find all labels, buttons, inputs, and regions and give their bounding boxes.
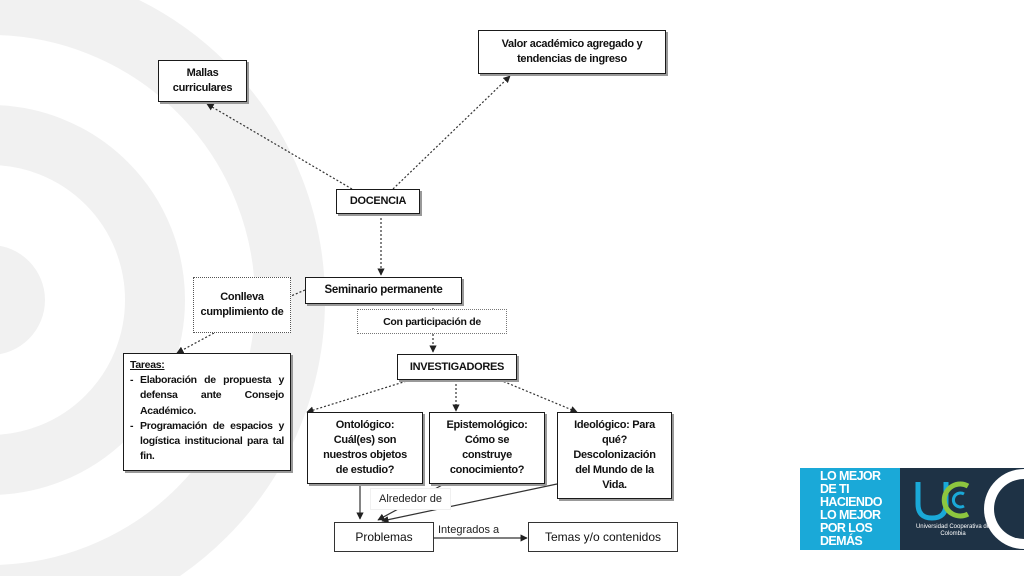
- ideologico-box: Ideológico: Para qué? Descolonización de…: [557, 412, 672, 499]
- epistemologico-text: Epistemológico: Cómo se construye conoci…: [446, 419, 528, 476]
- seminario-text: Seminario permanente: [324, 283, 443, 296]
- ontologico-text: Ontológico: Cuál(es) son nuestros objeto…: [323, 419, 407, 476]
- valor-academico-box: Valor académico agregado y tendencias de…: [478, 30, 666, 74]
- temas-box: Temas y/o contenidos: [528, 522, 678, 552]
- institution-name: Universidad Cooperativa de Colombia: [915, 524, 991, 538]
- mallas-curriculares-box: Mallas curriculares: [158, 60, 247, 102]
- slogan-line: HACIENDO: [820, 494, 882, 509]
- tareas-box: Tareas: -Elaboración de propuesta y defe…: [123, 353, 291, 471]
- participacion-label: Con participación de: [357, 309, 507, 334]
- logo-emblem-panel: Universidad Cooperativa de Colombia: [900, 468, 1024, 550]
- slogan-line: LO MEJOR: [820, 468, 881, 483]
- slogan-line: DEMÁS: [820, 534, 863, 549]
- logo-slogan: LO MEJOR DE TI HACIENDO LO MEJOR POR LOS…: [800, 468, 900, 550]
- ucc-emblem-icon: [915, 469, 1024, 549]
- mallas-curriculares-text: Mallas curriculares: [172, 67, 233, 94]
- investigadores-box: INVESTIGADORES: [397, 354, 517, 380]
- slogan-line: LO MEJOR: [820, 508, 881, 522]
- valor-academico-text: Valor académico agregado y tendencias de…: [501, 38, 643, 65]
- slogan-line: DE TI: [820, 481, 850, 496]
- temas-text: Temas y/o contenidos: [544, 529, 662, 544]
- participacion-text: Con participación de: [383, 315, 481, 328]
- alrededor-label: Alrededor de: [370, 488, 451, 510]
- docencia-box: DOCENCIA: [336, 189, 420, 214]
- investigadores-text: INVESTIGADORES: [409, 360, 505, 373]
- conlleva-box: Conlleva cumplimiento de: [193, 277, 291, 333]
- tareas-item-text: Programación de espacios y logística ins…: [140, 419, 284, 463]
- tareas-title: Tareas:: [130, 359, 165, 371]
- tareas-item: -Programación de espacios y logística in…: [130, 419, 284, 465]
- integrados-label: Integrados a: [438, 524, 499, 536]
- docencia-text: DOCENCIA: [349, 195, 407, 208]
- epistemologico-box: Epistemológico: Cómo se construye conoci…: [429, 412, 545, 484]
- tareas-item-text: Elaboración de propuesta y defensa ante …: [140, 374, 284, 417]
- conlleva-text: Conlleva cumplimiento de: [200, 291, 284, 318]
- ucc-logo: LO MEJOR DE TI HACIENDO LO MEJOR POR LOS…: [800, 468, 1024, 550]
- integrados-text: Integrados a: [438, 524, 500, 536]
- problemas-box: Problemas: [334, 522, 434, 552]
- ontologico-box: Ontológico: Cuál(es) son nuestros objeto…: [307, 412, 423, 484]
- tareas-item: -Elaboración de propuesta y defensa ante…: [130, 373, 284, 419]
- slogan-line: POR LOS: [820, 521, 873, 536]
- problemas-text: Problemas: [355, 529, 413, 544]
- seminario-box: Seminario permanente: [305, 277, 462, 304]
- alrededor-text: Alrededor de: [379, 493, 442, 505]
- ideologico-text: Ideológico: Para qué? Descolonización de…: [573, 419, 656, 491]
